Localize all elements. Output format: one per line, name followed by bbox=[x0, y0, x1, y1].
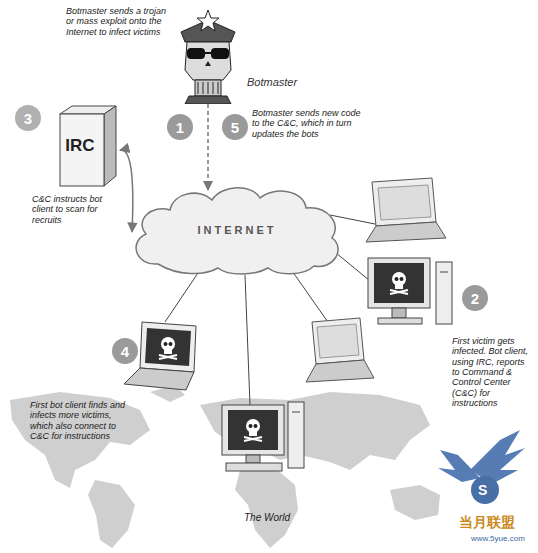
circle-node: 1 bbox=[167, 114, 193, 140]
server-label: IRC bbox=[58, 136, 102, 156]
watermark-wings bbox=[438, 430, 525, 504]
step-note: First bot client finds and infects more … bbox=[30, 400, 130, 441]
step-note: Botmaster sends new code to the C&C, whi… bbox=[252, 108, 364, 139]
actor-name: Botmaster bbox=[247, 76, 297, 88]
callout-number: 2 bbox=[471, 290, 479, 307]
circle-node: 2 bbox=[462, 285, 488, 311]
connector bbox=[120, 150, 133, 232]
watermark: S bbox=[478, 482, 492, 498]
world-map bbox=[10, 385, 440, 548]
callout-number: 4 bbox=[121, 343, 129, 360]
server-node: IRC bbox=[58, 104, 118, 188]
callout-number: 5 bbox=[231, 119, 239, 136]
watermark: www.5yue.com bbox=[471, 534, 535, 543]
callout-number: 1 bbox=[176, 119, 184, 136]
cloud-node: INTERNET bbox=[128, 184, 346, 276]
step-note: Botmaster sends a trojan or mass exploit… bbox=[66, 6, 174, 37]
laptop bbox=[366, 178, 446, 242]
botmaster-figure bbox=[175, 8, 241, 104]
cloud-label: INTERNET bbox=[198, 224, 277, 236]
laptop bbox=[306, 318, 374, 382]
circle-node: 3 bbox=[15, 105, 41, 131]
step-note: First victim gets infected. Bot client, … bbox=[452, 336, 534, 408]
step-note: C&C instructs bot client to scan for rec… bbox=[32, 194, 120, 225]
callout-number: 3 bbox=[24, 110, 32, 127]
circle-node: 4 bbox=[112, 338, 138, 364]
botmaster-node: Botmaster bbox=[175, 8, 241, 104]
map-caption: The World bbox=[244, 512, 314, 524]
circle-node: 5 bbox=[222, 114, 248, 140]
infected-desktop bbox=[368, 258, 452, 324]
infected-desktop bbox=[222, 402, 304, 471]
watermark: 当月联盟 bbox=[459, 514, 535, 530]
connector bbox=[207, 104, 209, 190]
